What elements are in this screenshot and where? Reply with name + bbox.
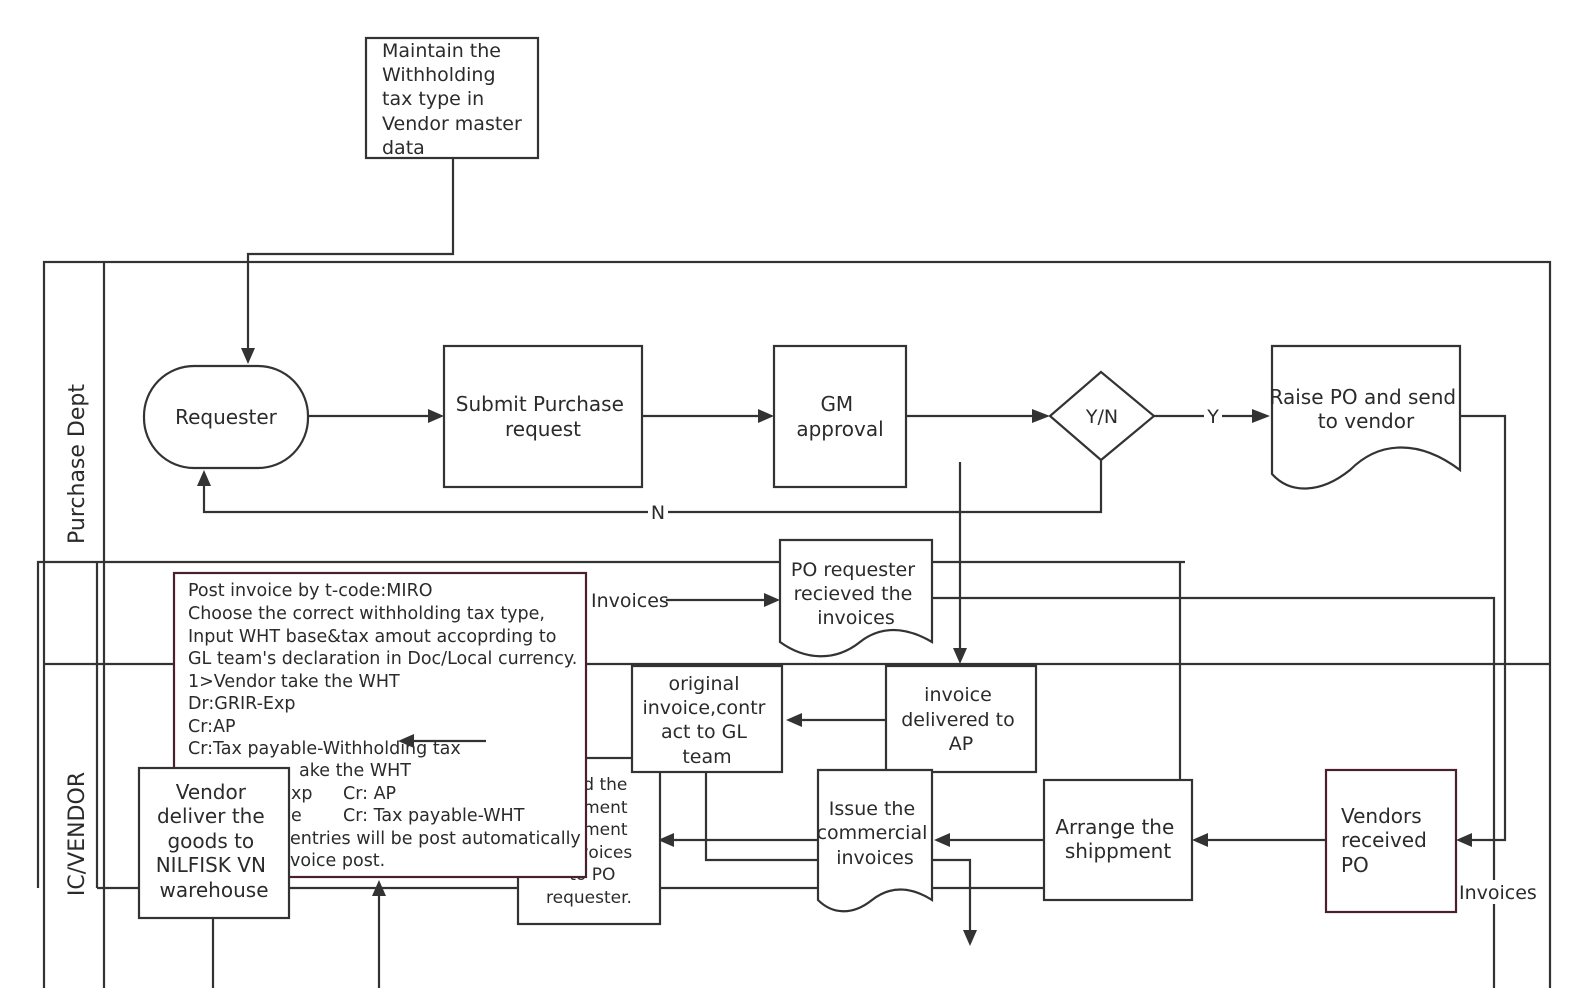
edge-label-yes: Y [1206,406,1219,428]
lane-label-purchase: Purchase Dept [65,384,90,544]
vendor-deliver-goods-box: Vendor deliver the goods to NILFISK VN w… [137,766,291,920]
invoice-delivered-ap-box: invoice delivered to AP [884,664,1038,774]
svg-text:PO requester recieved th: PO requester recieved the invoices [791,559,921,629]
po-requester-received-document: PO requester recieved the invoices [778,538,934,658]
submit-purchase-request-box: Submit Purchase request [442,344,644,489]
svg-text:Submit Purchase request: Submit Purchase request [456,392,630,441]
arrange-shipment-box: Arrange the shippment [1042,778,1194,902]
raise-po-document: Raise PO and send to vendor [1270,344,1463,490]
edge-label-invoices-1: Invoices [591,590,669,612]
original-invoice-gl-box: original invoice,contr act to GL team [630,664,784,774]
svg-text:Vendors received P: Vendors received PO [1341,804,1433,877]
svg-text:Issue the commercial: Issue the commercial invoices [817,798,934,869]
edge-label-no: N [651,502,665,524]
svg-text:invoice delivered to: invoice delivered to AP [901,684,1021,755]
svg-text:Raise PO and send to ven: Raise PO and send to vendor [1270,385,1463,433]
maintain-wht-box: Maintain the Withholding tax type in Ven… [364,36,540,160]
svg-text:original invoice,contr: original invoice,contr act to GL team [642,673,771,768]
svg-text:Arrange the shippment: Arrange the shippment [1055,815,1180,863]
gm-approval-box: GM approval [772,344,908,489]
svg-text:Vendor deliver the: Vendor deliver the goods to NILFISK VN w… [156,780,273,902]
issue-commercial-invoices-document: Issue the commercial invoices [817,768,934,913]
svg-text:Requester: Requester [175,405,278,429]
vendors-received-po-box: Vendors received PO [1324,768,1458,914]
requester-terminator: Requester [142,364,310,470]
decision-diamond: Y/N [1048,370,1156,462]
svg-text:Maintain the Withholding: Maintain the Withholding tax type in Ven… [382,40,528,159]
svg-text:d the ment ment: d the ment ment voices to PO requester. [546,775,638,908]
svg-text:GM approval: GM approval [796,392,883,441]
svg-text:Y/N: Y/N [1085,406,1118,428]
lane-label-vendor: IC/VENDOR [65,772,90,896]
svg-text:Post invoice by t-code:MIRO: Post invoice by t-code:MIRO Choose the c… [188,581,586,871]
edge-label-invoices-2: Invoices [1459,882,1537,904]
